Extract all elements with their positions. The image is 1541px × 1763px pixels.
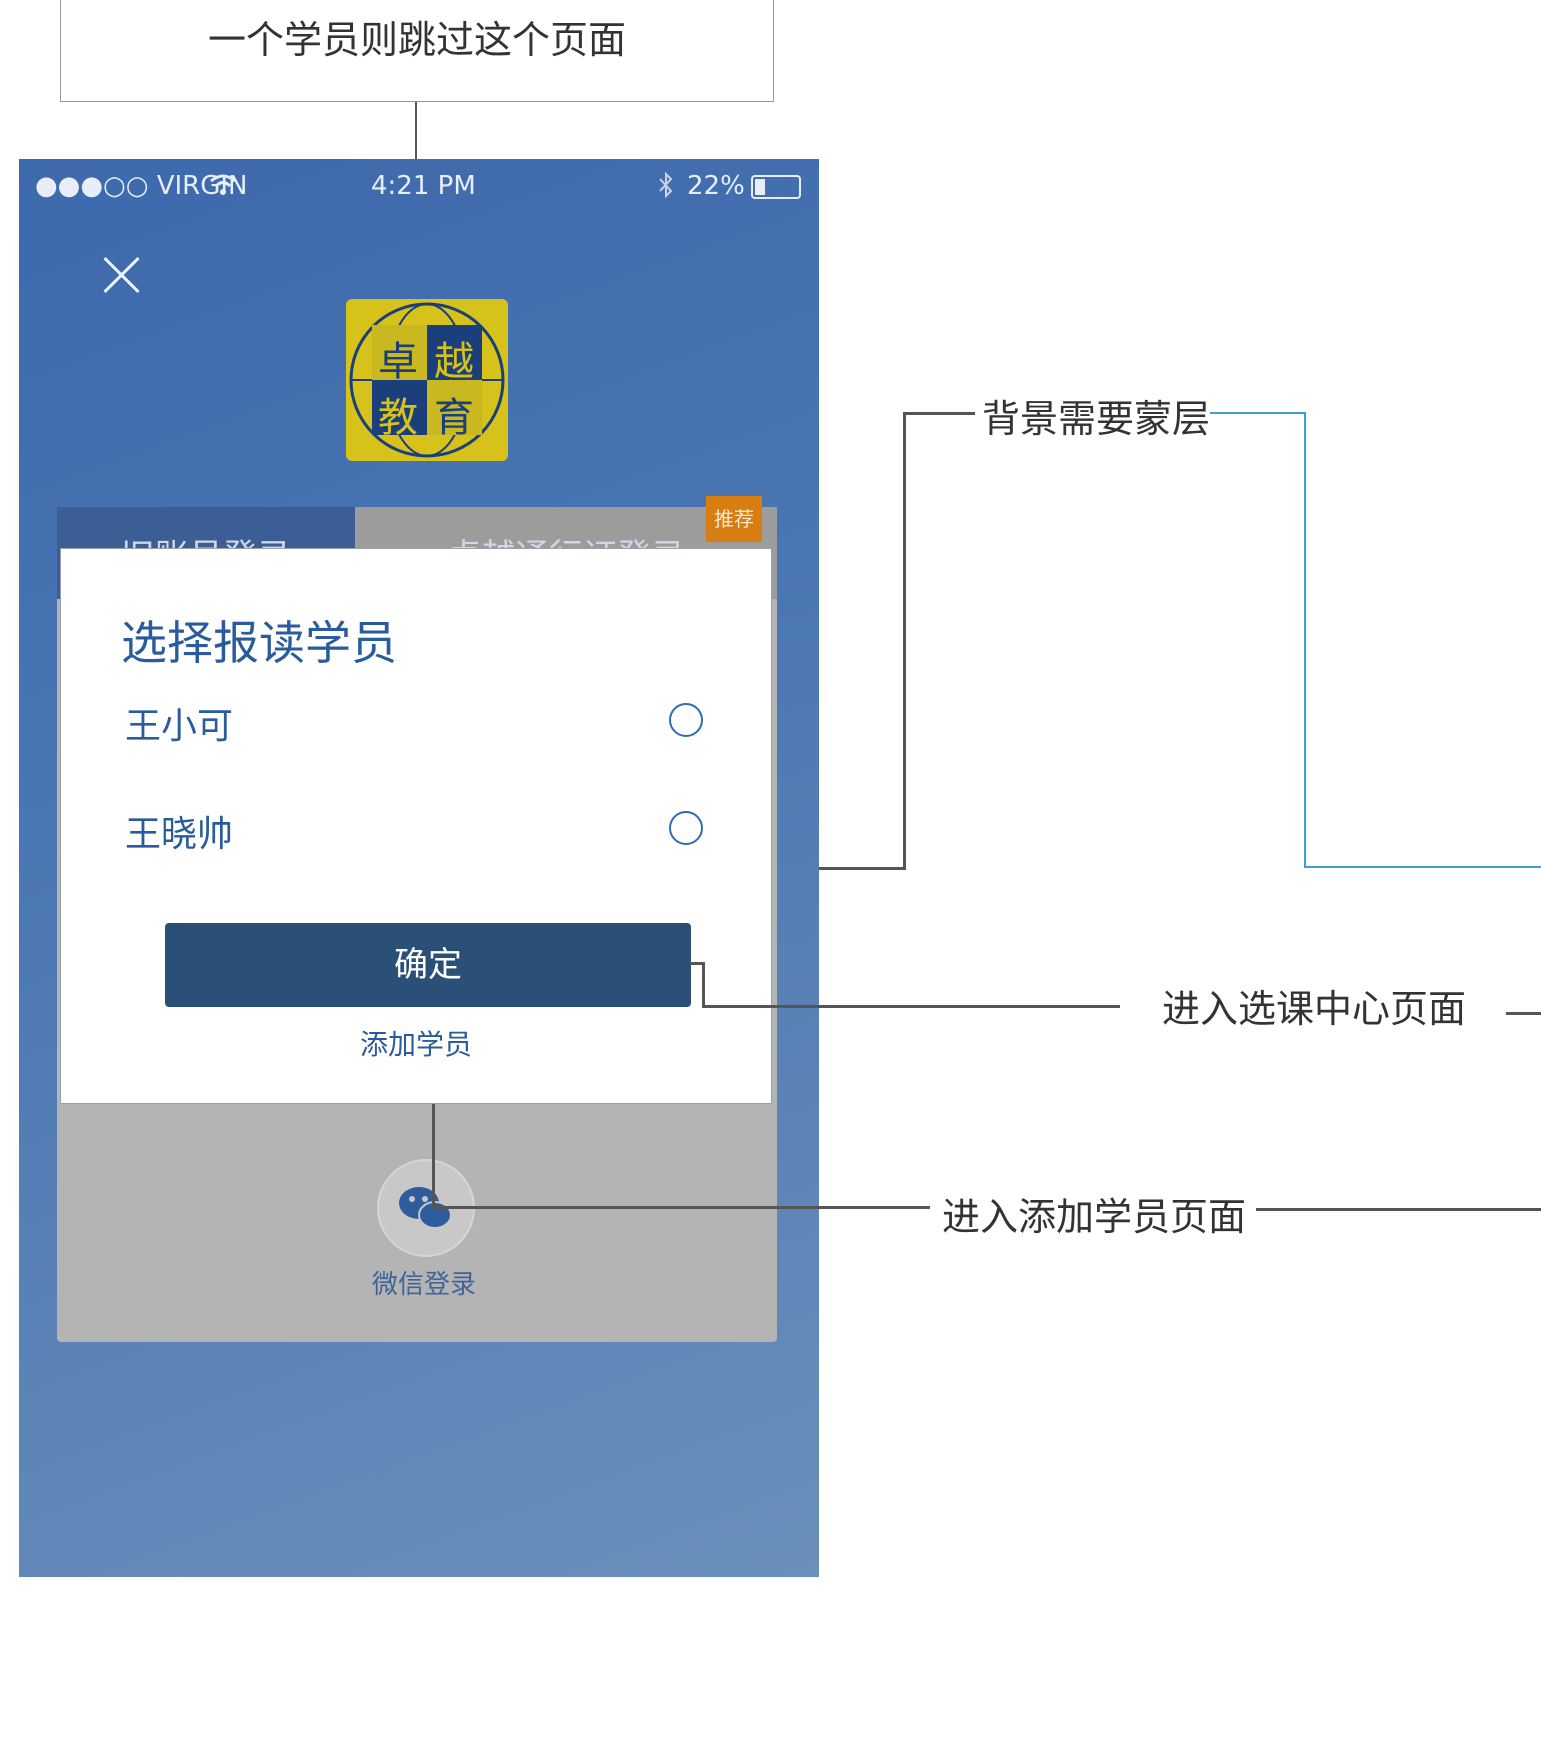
connector-add-h1 — [434, 1206, 930, 1209]
close-icon[interactable] — [96, 249, 148, 301]
connector-confirm-h2 — [702, 1005, 1120, 1008]
connector-confirm-v — [702, 962, 705, 1008]
status-battery: 22% — [687, 171, 745, 201]
logo-char-4: 育 — [434, 395, 474, 441]
connector-add-vertical — [432, 1057, 435, 1207]
status-time: 4:21 PM — [371, 171, 476, 201]
connector-mask-v — [903, 412, 906, 870]
annotation-mask-text: 背景需要蒙层 — [982, 397, 1211, 441]
connector-mask-h1 — [819, 867, 905, 870]
wifi-icon — [210, 174, 236, 195]
modal-title: 选择报读学员 — [121, 616, 397, 670]
annotation-top-text: 一个学员则跳过这个页面 — [207, 18, 626, 62]
connector-mask-blue-h2 — [1304, 866, 1541, 868]
student-radio-1[interactable] — [669, 703, 703, 737]
connector-add-h2 — [1256, 1208, 1541, 1211]
connector-mask-blue-h1 — [1210, 412, 1306, 414]
student-name-1[interactable]: 王小可 — [125, 706, 234, 747]
connector-mask-blue-v — [1304, 412, 1306, 868]
logo-char-1: 卓 — [378, 339, 418, 385]
connector-top — [415, 102, 417, 159]
connector-confirm-h3 — [1506, 1012, 1541, 1015]
add-student-link[interactable]: 添加学员 — [359, 1028, 472, 1061]
connector-confirm-h1 — [690, 962, 704, 965]
logo-char-2: 越 — [434, 339, 474, 385]
confirm-button[interactable]: 确定 — [165, 923, 691, 1007]
wechat-login-label: 微信登录 — [371, 1270, 476, 1300]
annotation-add-text: 进入添加学员页面 — [942, 1195, 1247, 1239]
connector-mask-h2 — [903, 412, 975, 415]
status-carrier: ●●●○○ VIRGIN — [35, 171, 248, 201]
logo-char-3: 教 — [378, 395, 418, 441]
student-radio-2[interactable] — [669, 811, 703, 845]
battery-icon — [751, 175, 801, 199]
student-name-2[interactable]: 王晓帅 — [125, 814, 234, 855]
app-logo: 卓 越 教 育 — [346, 299, 508, 461]
bluetooth-icon — [659, 171, 673, 199]
annotation-confirm-text: 进入选课中心页面 — [1162, 987, 1467, 1031]
annotation-box-top: 一个学员则跳过这个页面 — [60, 0, 774, 102]
recommend-badge: 推荐 — [706, 496, 762, 542]
select-student-modal: 选择报读学员 王小可 王晓帅 确定 添加学员 — [60, 548, 772, 1104]
